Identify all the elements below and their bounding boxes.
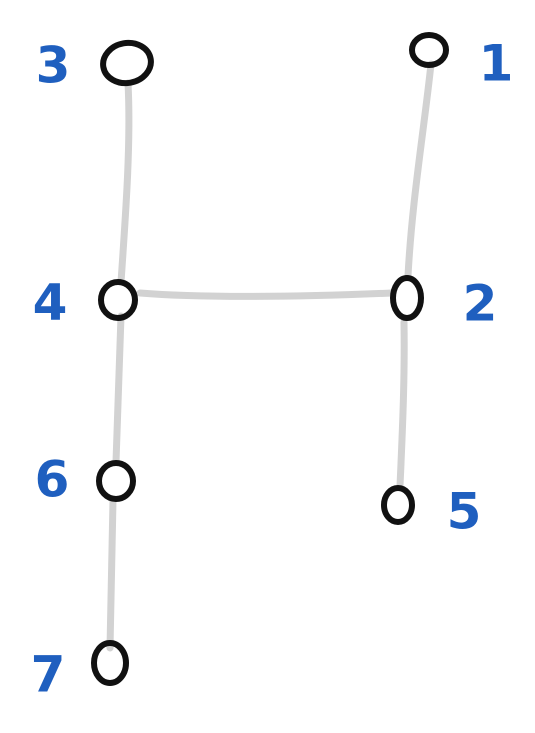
node-6-circle [96, 460, 136, 502]
edges-layer [106, 60, 435, 652]
edge-6-7 [106, 496, 117, 652]
edge-1-2 [404, 60, 435, 280]
node-4-circle [98, 279, 138, 321]
node-1-label: 1 [479, 35, 514, 93]
node-2-label: 2 [463, 275, 498, 333]
node-5-label: 5 [447, 483, 482, 541]
labels-layer: 3 1 4 2 6 5 7 [31, 35, 514, 704]
edge-4-2 [136, 289, 396, 300]
node-5-circle [381, 485, 415, 525]
node-6-label: 6 [35, 451, 70, 509]
node-3-circle [100, 39, 154, 87]
edge-2-5 [396, 318, 408, 490]
node-7-circle [91, 640, 129, 686]
node-1-circle [409, 32, 449, 68]
node-7-label: 7 [31, 646, 66, 704]
node-3-label: 3 [36, 37, 71, 95]
edge-4-6 [112, 312, 125, 466]
edge-3-4 [117, 79, 133, 286]
nodes-layer [91, 32, 449, 686]
node-4-label: 4 [33, 274, 68, 332]
node-2-circle [390, 275, 424, 321]
